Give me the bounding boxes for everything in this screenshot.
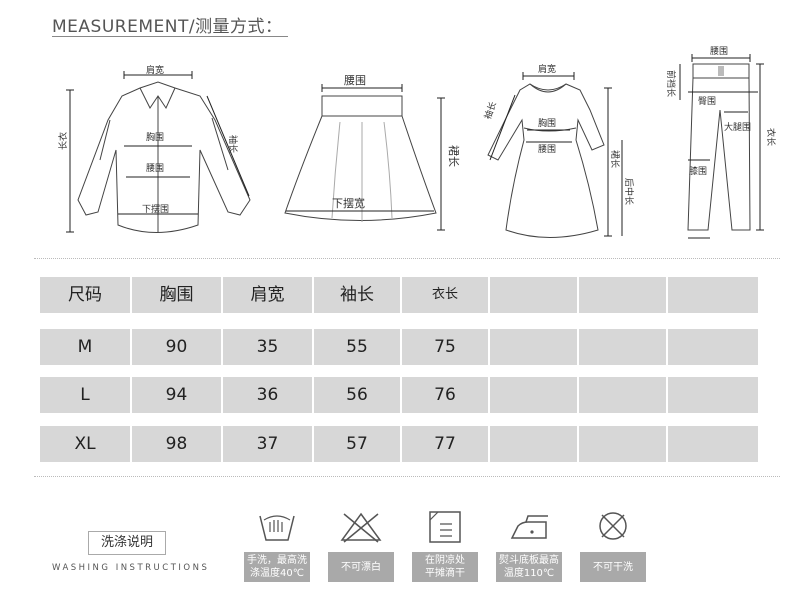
dress-length-label: 裙长 — [609, 150, 621, 168]
table-cell — [490, 377, 579, 413]
wash-label-line2: 涤温度40℃ — [250, 568, 304, 579]
table-cell: 75 — [402, 329, 490, 365]
skirt-waist-label: 腰围 — [344, 74, 366, 87]
pants-hip-label: 臀围 — [698, 96, 716, 107]
skirt-hem-label: 下摆宽 — [332, 196, 365, 210]
wash-item-hand-wash: 手洗，最高洗 涤温度40℃ — [244, 506, 310, 582]
pants-diagram — [687, 63, 751, 231]
table-cell: 94 — [132, 377, 223, 413]
iron-icon — [510, 515, 548, 539]
dress-center-back-label: 后中长 — [623, 178, 635, 205]
wash-label-line1: 手洗，最高洗 — [247, 555, 307, 566]
wash-label-line1: 熨斗底板最高 — [499, 555, 559, 566]
table-cell — [579, 377, 668, 413]
divider — [34, 476, 780, 477]
wash-item-no-dry-clean: 不可干洗 — [580, 506, 646, 582]
table-cell: 36 — [223, 377, 314, 413]
wash-label-line2: 温度110℃ — [503, 568, 555, 579]
skirt-diagram — [284, 95, 437, 222]
table-cell — [579, 329, 668, 365]
pants-length-label: 衣长 — [765, 128, 777, 146]
table-cell: 98 — [132, 426, 223, 462]
header-cell: 肩宽 — [223, 277, 314, 313]
divider — [34, 258, 780, 259]
table-row: XL 98 37 57 77 — [40, 426, 758, 462]
header-cell: 胸围 — [132, 277, 223, 313]
dress-diagram — [487, 83, 605, 238]
table-cell — [490, 426, 579, 462]
dress-waist-label: 腰围 — [538, 144, 556, 155]
hand-wash-icon — [259, 515, 295, 541]
dress-sleeve-label: 袖长 — [482, 100, 499, 121]
title-underline — [52, 36, 288, 37]
pants-thigh-label: 大腿围 — [724, 121, 751, 133]
table-cell: 77 — [402, 426, 490, 462]
shirt-chest-label: 胸围 — [146, 131, 164, 143]
pants-knee-label: 膝围 — [689, 165, 707, 177]
dry-flat-shade-icon — [429, 511, 461, 543]
table-cell — [668, 377, 758, 413]
header-cell: 衣长 — [402, 277, 490, 313]
pants-waist-label: 腰围 — [710, 46, 728, 57]
table-row: L 94 36 56 76 — [40, 377, 758, 413]
wash-item-iron: 熨斗底板最高 温度110℃ — [496, 506, 562, 582]
header-cell — [579, 277, 668, 313]
shirt-waist-label: 腰围 — [146, 163, 164, 174]
table-cell: XL — [40, 426, 132, 462]
washing-subtitle: WASHING INSTRUCTIONS — [52, 563, 210, 573]
size-table-header: 尺码 胸围 肩宽 袖长 衣长 — [40, 277, 758, 313]
wash-label-line1: 不可漂白 — [341, 561, 381, 573]
table-cell — [668, 329, 758, 365]
page-title: MEASUREMENT/测量方式： — [52, 17, 283, 37]
header-cell: 尺码 — [40, 277, 132, 313]
table-cell: 56 — [314, 377, 402, 413]
table-cell — [579, 426, 668, 462]
shirt-diagram — [77, 81, 251, 233]
header-cell: 袖长 — [314, 277, 402, 313]
dress-shoulder-label: 肩宽 — [538, 63, 556, 75]
table-cell: 35 — [223, 329, 314, 365]
table-cell — [668, 426, 758, 462]
table-cell: 90 — [132, 329, 223, 365]
table-cell: 76 — [402, 377, 490, 413]
table-cell — [490, 329, 579, 365]
table-cell: L — [40, 377, 132, 413]
no-bleach-icon — [340, 512, 382, 543]
table-row: M 90 35 55 75 — [40, 329, 758, 365]
table-cell: 55 — [314, 329, 402, 365]
garment-diagrams: 肩宽 胸围 腰围 下摆围 长衣 袖长 腰围 下摆宽 裙长 肩宽 袖长 胸围 腰围… — [57, 46, 777, 239]
shirt-length-label: 长衣 — [57, 132, 69, 150]
shirt-sleeve-label: 袖长 — [227, 135, 239, 153]
header-cell — [668, 277, 758, 313]
no-dry-clean-icon — [599, 512, 627, 540]
shirt-hem-label: 下摆围 — [142, 203, 169, 215]
table-cell: 37 — [223, 426, 314, 462]
wash-item-no-bleach: 不可漂白 — [328, 506, 394, 582]
header-cell — [490, 277, 579, 313]
table-cell: M — [40, 329, 132, 365]
shirt-shoulder-label: 肩宽 — [146, 64, 164, 76]
washing-title: 洗涤说明 — [88, 531, 166, 555]
wash-label-line2: 平摊滴干 — [425, 568, 465, 579]
wash-item-dry-flat-shade: 在阴凉处 平摊滴干 — [412, 506, 478, 582]
pants-rise-label: 前裆长 — [665, 70, 677, 97]
skirt-length-label: 裙长 — [447, 145, 460, 167]
wash-label-line1: 在阴凉处 — [425, 555, 465, 566]
table-cell: 57 — [314, 426, 402, 462]
wash-label-line1: 不可干洗 — [593, 561, 633, 573]
dress-chest-label: 胸围 — [538, 117, 556, 129]
